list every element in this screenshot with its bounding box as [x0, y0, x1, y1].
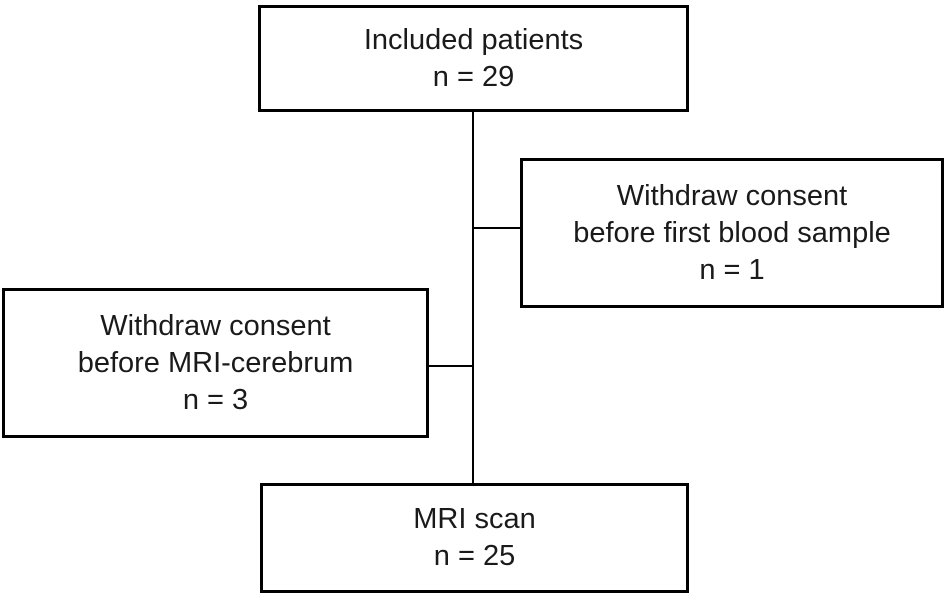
node-included-patients-count: n = 29	[432, 60, 515, 93]
node-withdraw-consent-blood-sample: Withdraw consent before first blood samp…	[520, 158, 944, 308]
node-mri-scan-count: n = 25	[433, 540, 516, 572]
node-withdraw-consent-blood-sample-count: n = 1	[699, 253, 765, 286]
node-withdraw-consent-blood-sample-label-line2: before first blood sample	[573, 216, 891, 249]
node-included-patients: Included patients n = 29	[258, 5, 689, 112]
node-mri-scan: MRI scan n = 25	[260, 483, 689, 593]
node-withdraw-consent-mri-cerebrum-label-line2: before MRI-cerebrum	[77, 346, 354, 379]
node-included-patients-label: Included patients	[363, 23, 584, 56]
edge-included-to-mri-scan	[472, 112, 474, 483]
node-mri-scan-label: MRI scan	[413, 503, 536, 535]
node-withdraw-consent-mri-cerebrum: Withdraw consent before MRI-cerebrum n =…	[2, 288, 429, 438]
node-withdraw-consent-mri-cerebrum-count: n = 3	[182, 383, 249, 416]
node-withdraw-consent-blood-sample-label-line1: Withdraw consent	[616, 179, 848, 212]
edge-branch-withdraw-mri	[429, 365, 472, 367]
node-withdraw-consent-mri-cerebrum-label-line1: Withdraw consent	[100, 309, 331, 342]
edge-branch-withdraw-blood	[474, 227, 520, 229]
